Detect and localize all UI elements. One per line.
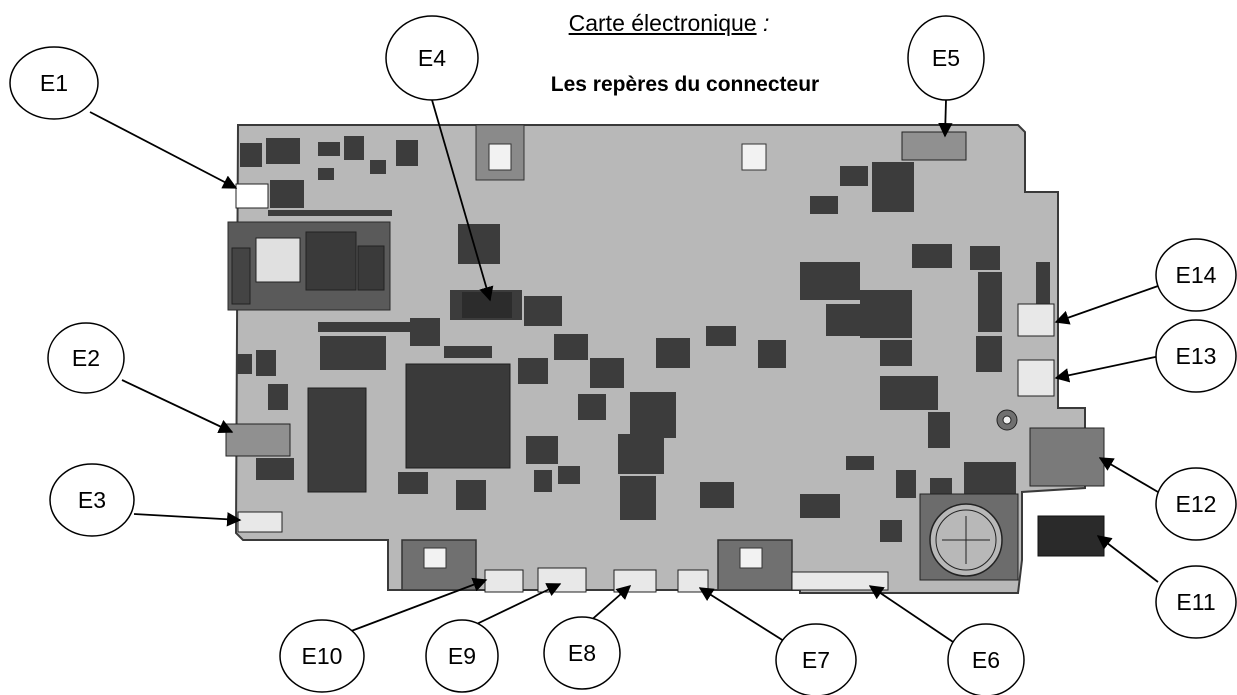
label-e8-text: E8 <box>568 640 596 666</box>
label-e14-text: E14 <box>1176 262 1217 288</box>
label-e12: E12 <box>1155 467 1237 541</box>
ic-block <box>256 458 294 480</box>
main-processor <box>405 363 511 469</box>
label-e5: E5 <box>907 15 985 101</box>
top-mount-hole <box>488 143 512 171</box>
connector-e3 <box>237 511 283 533</box>
label-e7-text: E7 <box>802 647 830 673</box>
ic-block <box>236 354 252 374</box>
connector-e9 <box>537 567 587 593</box>
connector-e14 <box>1017 303 1055 337</box>
ic-block <box>256 350 276 376</box>
leader-lines <box>89 99 1161 649</box>
memory-chip <box>307 387 367 493</box>
connector-e5 <box>901 131 967 161</box>
label-e9: E9 <box>425 619 499 693</box>
top-left-components <box>235 136 418 209</box>
connector-e7 <box>677 569 709 593</box>
title-colon: : <box>762 10 770 36</box>
connector-e2 <box>225 423 291 457</box>
power-module-part <box>231 247 251 305</box>
label-e13: E13 <box>1155 319 1237 393</box>
bottom-mount-left-hole <box>423 547 447 569</box>
label-e10: E10 <box>279 619 365 693</box>
ic-block <box>410 318 440 346</box>
label-e4-text: E4 <box>418 45 446 71</box>
label-e7: E7 <box>775 623 857 695</box>
connector-e12 <box>1029 427 1105 487</box>
label-e2-text: E2 <box>72 345 100 371</box>
label-e1-text: E1 <box>40 70 68 96</box>
ic-block <box>268 384 288 410</box>
connector-e13 <box>1017 359 1055 397</box>
connector-e6 <box>791 571 889 591</box>
label-e10-text: E10 <box>302 643 343 669</box>
label-e11: E11 <box>1155 565 1237 639</box>
page-subtitle: Les repères du connecteur <box>550 73 820 96</box>
label-e1: E1 <box>9 46 99 120</box>
ic-block <box>398 472 428 494</box>
power-module-part <box>357 245 385 291</box>
connector-e10 <box>484 569 524 593</box>
title-text: Carte électronique <box>568 10 757 36</box>
label-e9-text: E9 <box>448 643 476 669</box>
label-e4: E4 <box>385 15 479 101</box>
page-title: Carte électronique : <box>0 10 1237 37</box>
row-ics <box>318 322 438 332</box>
ic-block <box>444 346 492 358</box>
pin-row-top <box>268 210 392 216</box>
power-module-part <box>305 231 357 291</box>
label-e13-text: E13 <box>1176 343 1217 369</box>
coin-battery-inner <box>935 509 997 571</box>
top-square-hole <box>741 143 767 171</box>
label-e3-text: E3 <box>78 487 106 513</box>
label-e14: E14 <box>1155 238 1237 312</box>
label-e6: E6 <box>947 623 1025 695</box>
label-e12-text: E12 <box>1176 491 1217 517</box>
label-e3: E3 <box>49 463 135 537</box>
left-ic <box>320 336 386 370</box>
connector-e11 <box>1037 515 1105 557</box>
connector-e8 <box>613 569 657 593</box>
power-module-part <box>255 237 301 283</box>
label-e2: E2 <box>47 322 125 394</box>
ic-block <box>456 480 486 510</box>
label-e5-text: E5 <box>932 45 960 71</box>
bottom-mount-right-hole <box>739 547 763 569</box>
connector-e4 <box>462 292 512 318</box>
label-e11-text: E11 <box>1176 589 1215 615</box>
label-e6-text: E6 <box>972 647 1000 673</box>
label-e8: E8 <box>543 616 621 690</box>
